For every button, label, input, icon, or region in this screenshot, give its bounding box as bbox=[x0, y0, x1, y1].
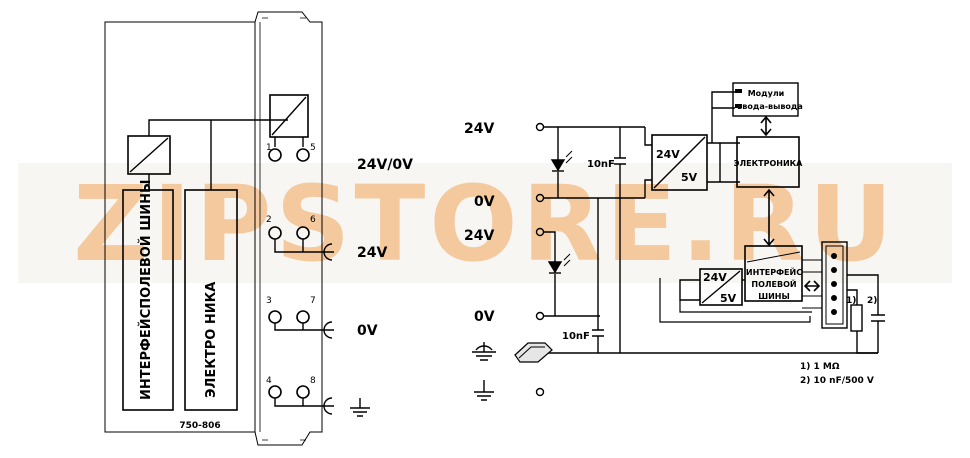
converter-bottom-out: 5V bbox=[720, 292, 737, 305]
terminal-24v-b bbox=[535, 227, 545, 237]
supply-label-24v-b: 24V bbox=[464, 228, 494, 244]
fieldbus-connector bbox=[821, 241, 848, 329]
converter-top-in: 24V bbox=[656, 148, 680, 161]
fieldbus-interface-box bbox=[744, 245, 803, 302]
cap-label-bottom: 10nF bbox=[562, 331, 590, 342]
io-modules-line1: Модули bbox=[748, 89, 785, 98]
fieldbus-line3: ШИНЫ bbox=[758, 292, 790, 301]
electronics-right-label: ЭЛЕКТРОНИКА bbox=[734, 159, 804, 168]
terminal-converter-symbol bbox=[269, 94, 309, 138]
fieldbus-line2: ПОЛЕВОЙ bbox=[751, 278, 796, 289]
io-modules-line2: ввода-вывода bbox=[737, 102, 803, 111]
marker-1: 1) bbox=[846, 296, 856, 306]
note-2: 2) 10 nF/500 V bbox=[800, 376, 874, 386]
terminal-block-outline bbox=[254, 11, 323, 446]
part-number: 750-806 bbox=[179, 421, 220, 431]
converter-top-out: 5V bbox=[681, 171, 698, 184]
terminal-0v-a bbox=[535, 193, 545, 203]
pin-6: 6 bbox=[310, 215, 316, 225]
io-modules-box bbox=[732, 82, 799, 117]
terminal-0v-b bbox=[535, 311, 545, 321]
ground-symbols bbox=[350, 342, 496, 417]
rail-label-0v: 0V bbox=[357, 323, 378, 339]
module-drawing bbox=[104, 11, 334, 446]
terminal-circles bbox=[268, 148, 310, 399]
bus-interface-label: ИНТЕРФЕЙСПОЛЕВОЙ ШИНЫ bbox=[138, 180, 154, 401]
resistor bbox=[850, 304, 863, 332]
converter-bottom-in: 24V bbox=[703, 271, 727, 284]
module-housing bbox=[104, 21, 256, 433]
pin-2: 2 bbox=[266, 215, 272, 225]
supply-label-24v-a: 24V bbox=[464, 121, 494, 137]
pin-5: 5 bbox=[310, 143, 316, 153]
cap-label-top: 10nF bbox=[587, 159, 615, 170]
note-1: 1) 1 MΩ bbox=[800, 362, 840, 372]
terminal-24v-a bbox=[535, 122, 545, 132]
pin-8: 8 bbox=[310, 376, 316, 386]
din-rail-symbol bbox=[514, 342, 553, 363]
bus-interface-box bbox=[122, 189, 174, 411]
pin-1: 1 bbox=[266, 143, 272, 153]
terminal-ground bbox=[535, 387, 545, 397]
rail-label-24v0v: 24V/0V bbox=[357, 157, 413, 173]
converter-bottom-box bbox=[699, 268, 743, 306]
pin-4: 4 bbox=[266, 376, 272, 386]
supply-label-0v-a: 0V bbox=[474, 194, 495, 210]
supply-schematic bbox=[350, 82, 885, 417]
pin-3: 3 bbox=[266, 296, 272, 306]
electronics-box-right bbox=[736, 136, 800, 188]
electronics-label: ЭЛЕКТРО НИКА bbox=[204, 282, 219, 398]
rail-label-24v: 24V bbox=[357, 245, 387, 261]
pin-7: 7 bbox=[310, 296, 316, 306]
fieldbus-line1: ИНТЕРФЕЙС bbox=[746, 266, 802, 277]
converter-top-box bbox=[651, 134, 708, 191]
marker-2: 2) bbox=[867, 296, 877, 306]
supply-label-0v-b: 0V bbox=[474, 309, 495, 325]
